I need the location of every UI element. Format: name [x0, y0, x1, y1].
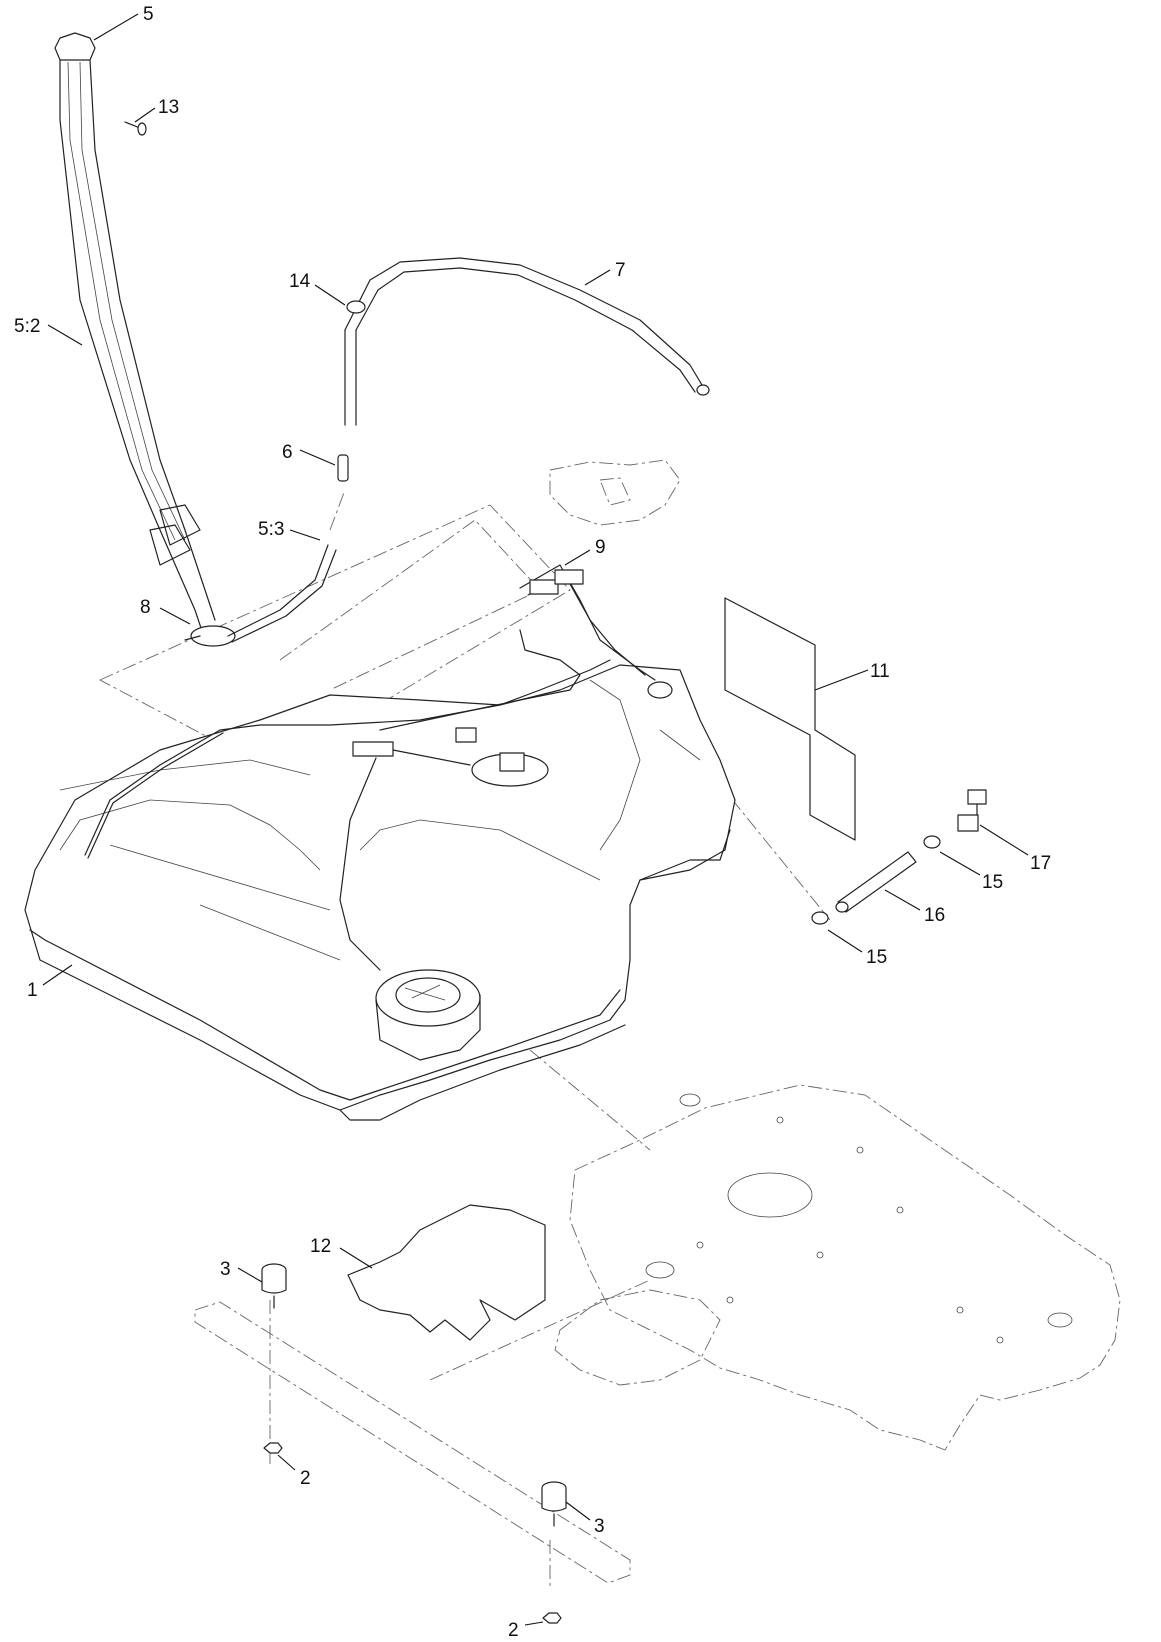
callout-2-lower: 2 [508, 1620, 519, 1641]
callout-11: 11 [870, 661, 890, 682]
callout-6: 6 [282, 442, 293, 463]
lock-nut-lower [542, 1612, 562, 1624]
fuel-tank [24, 659, 736, 1121]
callout-7: 7 [615, 260, 626, 281]
callout-13: 13 [158, 97, 179, 118]
callout-14: 14 [289, 271, 311, 292]
callout-9: 9 [595, 537, 606, 558]
fuel-line-harness [379, 564, 656, 731]
callout-leaders [42, 13, 1029, 1626]
rubber-bumper-left [261, 1263, 287, 1309]
callout-5-3: 5:3 [258, 519, 284, 540]
callout-3-lower: 3 [594, 1516, 605, 1537]
callout-labels: 5 13 5:2 14 7 6 5:3 8 9 11 1 17 15 16 15… [14, 4, 1051, 1641]
frame-rail-phantom [194, 1301, 631, 1584]
mounting-bracket-phantom [549, 459, 681, 526]
drain-valve-assembly [811, 789, 987, 925]
callout-8: 8 [140, 597, 151, 618]
callout-12: 12 [310, 1236, 331, 1257]
chassis-plate-phantom [554, 1084, 1121, 1451]
callout-5: 5 [143, 4, 154, 25]
callout-15-lower: 15 [866, 947, 887, 968]
filler-neck [54, 32, 236, 647]
cover-plate [347, 1204, 546, 1341]
callout-16: 16 [924, 905, 945, 926]
callout-1: 1 [27, 980, 38, 1001]
heat-shield [724, 597, 856, 841]
screw [124, 121, 147, 136]
rubber-bumper-right [541, 1481, 567, 1527]
callout-5-2: 5:2 [14, 316, 40, 337]
callout-17: 17 [1030, 853, 1051, 874]
callout-3-upper: 3 [220, 1259, 231, 1280]
lock-nut-upper [263, 1442, 283, 1454]
vent-hose [227, 257, 710, 643]
callout-2-upper: 2 [300, 1468, 311, 1489]
callout-15-upper: 15 [982, 872, 1003, 893]
